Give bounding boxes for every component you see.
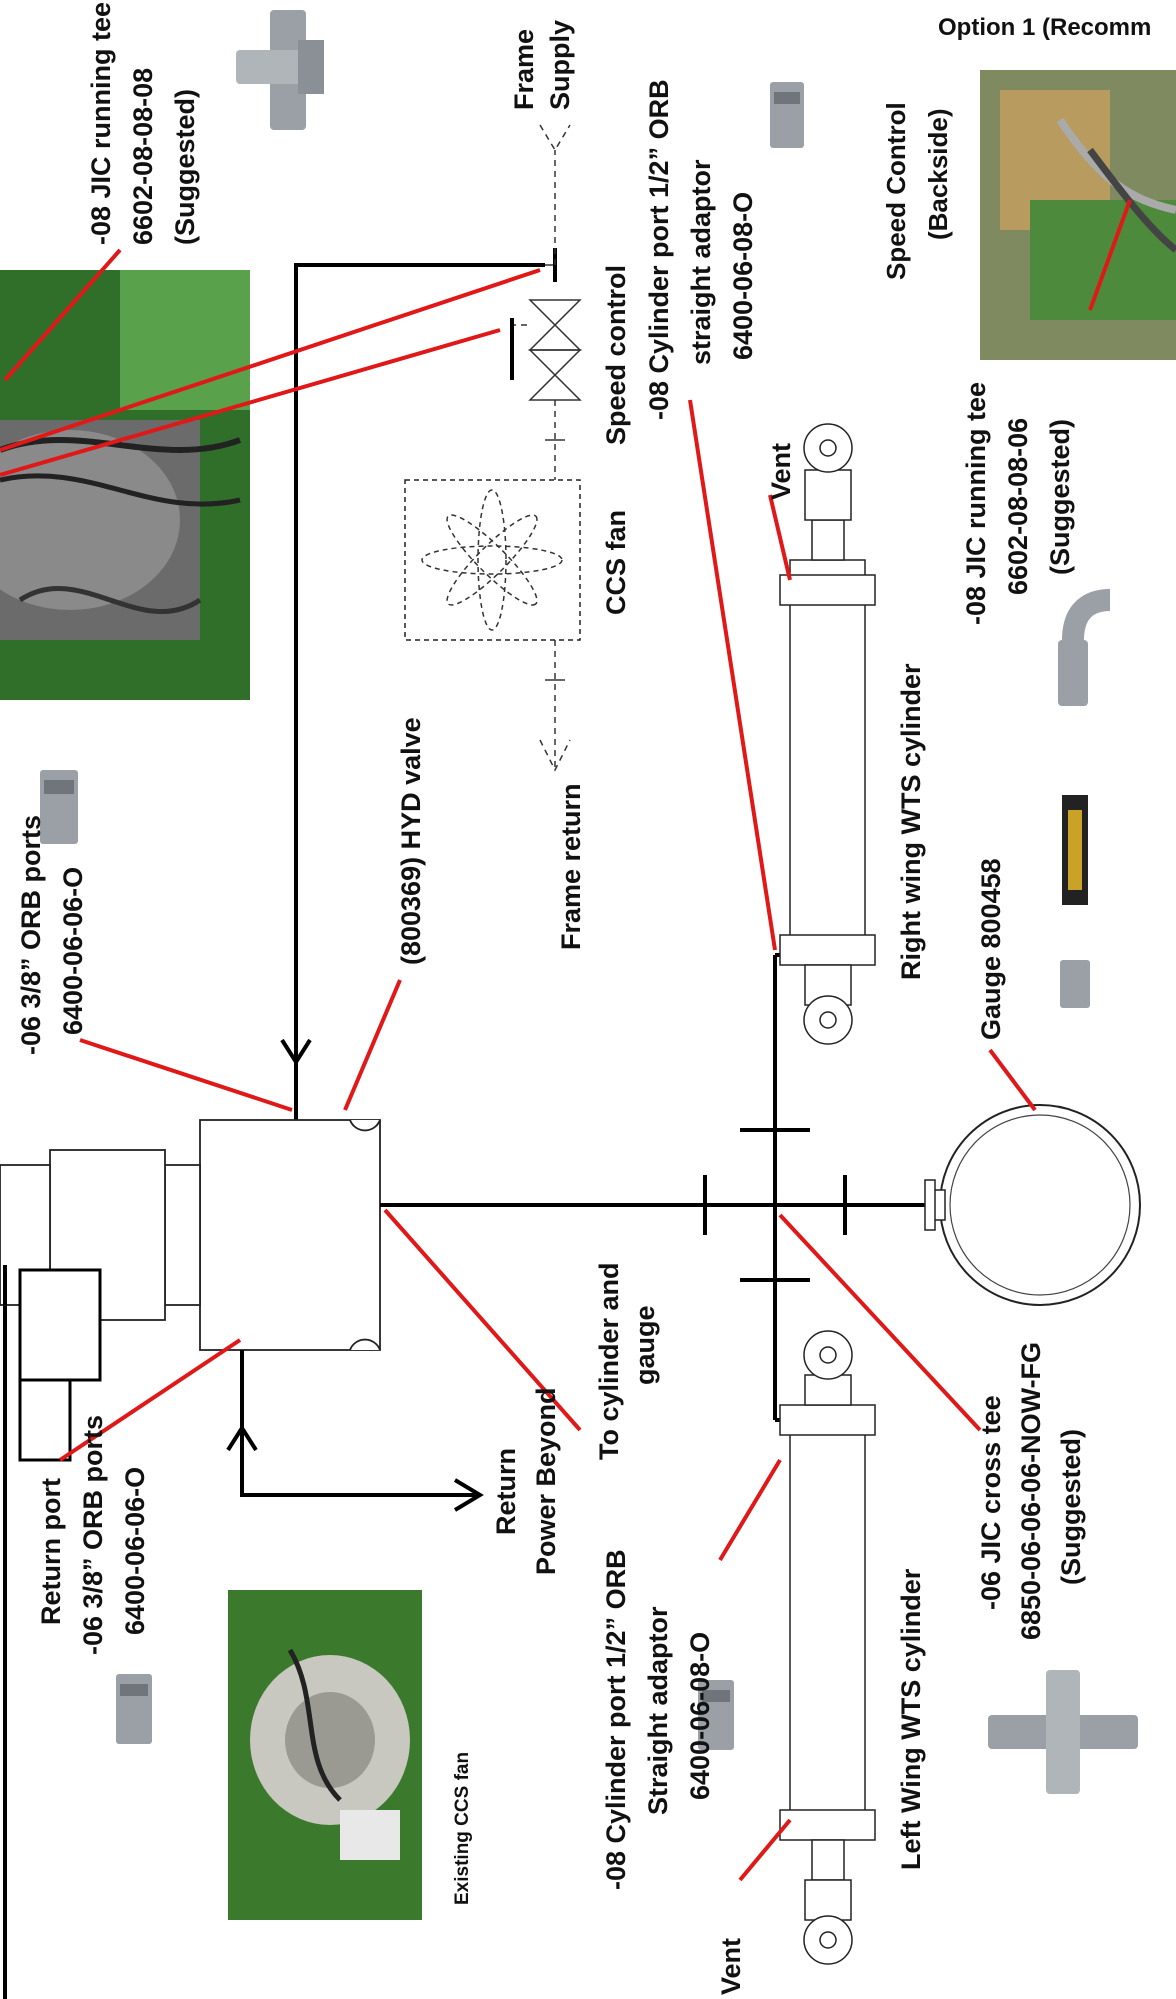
vent-top-label: Vent	[766, 443, 796, 500]
photo-fan-install	[0, 270, 250, 700]
right-cylinder-label: Right wing WTS cylinder	[896, 663, 926, 980]
return-port-label-3: 6400-06-06-O	[120, 1467, 150, 1635]
option-title: Option 1 (Recomm	[938, 14, 1151, 41]
cyl-port-bottom-label-3: 6400-06-08-O	[685, 1632, 715, 1800]
left-cylinder-label: Left Wing WTS cylinder	[896, 1568, 926, 1870]
right-wing-cylinder	[779, 423, 876, 1045]
photo-existing-ccs-fan	[228, 1590, 422, 1920]
hyd-valve-symbol	[0, 1119, 381, 1999]
left-wing-cylinder	[779, 1330, 876, 1965]
to-cylinder-label-1: To cylinder and	[594, 1262, 624, 1460]
cross-tee-label-2: 6850-06-06-06-NOW-FG	[1016, 1342, 1046, 1640]
red-arrows	[0, 199, 1132, 1882]
jic-tee-right-label-1: -08 JIC running tee	[961, 382, 991, 625]
photo-speed-control-back	[980, 70, 1176, 360]
fitting-cross-tee	[988, 1670, 1138, 1794]
cyl-port-top-label-1: -08 Cylinder port 1/2” ORB	[644, 79, 674, 420]
jic-tee-top-label-1: -08 JIC running tee	[86, 2, 116, 245]
ccs-fan-symbol	[404, 479, 581, 772]
cyl-port-top-label-3: 6400-06-08-O	[728, 192, 758, 360]
fitting-swivel	[1060, 960, 1090, 1008]
to-cylinder-label-2: gauge	[630, 1305, 660, 1385]
text-labels: Option 1 (Recomm Frame Supply -08 JIC ru…	[16, 2, 1151, 1995]
fitting-orb-top	[40, 770, 78, 844]
cross-tee-label-3: (Suggested)	[1056, 1429, 1086, 1585]
fitting-straight-bottom	[698, 1680, 734, 1750]
return-port-label-2: -06 3/8” ORB ports	[78, 1415, 108, 1655]
frame-return-label: Frame return	[556, 783, 586, 950]
vent-bottom-label: Vent	[716, 1938, 746, 1995]
cyl-port-bottom-label-1: -08 Cylinder port 1/2” ORB	[601, 1549, 631, 1890]
fitting-straight-top	[770, 82, 804, 148]
frame-supply-label-1: Frame	[509, 29, 539, 110]
fitting-jic-tee-top	[236, 10, 324, 130]
frame-supply-label-2: Supply	[545, 20, 575, 110]
jic-tee-top-label-3: (Suggested)	[170, 89, 200, 245]
return-port-label-1: Return port	[36, 1478, 66, 1625]
fitting-hose	[1062, 795, 1088, 905]
speed-control-label: Speed control	[601, 265, 631, 445]
return-line	[226, 1350, 484, 1512]
jic-tee-right-label-3: (Suggested)	[1045, 419, 1075, 575]
cyl-port-bottom-label-2: Straight adaptor	[643, 1606, 673, 1815]
hyd-valve-label: (800369) HYD valve	[396, 717, 426, 965]
return-pb-label-1: Return	[491, 1448, 521, 1535]
orb-top-label-1: -06 3/8” ORB ports	[16, 815, 46, 1055]
return-pb-label-2: Power Beyond	[531, 1387, 561, 1575]
existing-ccs-fan-label: Existing CCS fan	[452, 1752, 473, 1905]
speed-control-valve	[510, 299, 582, 480]
supply-line	[280, 124, 571, 1120]
gauge-label: Gauge 800458	[976, 858, 1006, 1040]
pressure-gauge	[924, 1104, 1141, 1306]
fitting-orb-bottom	[116, 1674, 152, 1744]
speed-control-back-label-2: (Backside)	[923, 109, 953, 241]
jic-tee-right-label-2: 6602-08-08-06	[1003, 418, 1033, 595]
cyl-port-top-label-2: straight adaptor	[686, 159, 716, 365]
ccs-fan-label: CCS fan	[601, 510, 631, 615]
jic-tee-top-label-2: 6602-08-08-08	[128, 68, 158, 245]
speed-control-back-label-1: Speed Control	[881, 102, 911, 280]
cross-tee-label-1: -06 JIC cross tee	[976, 1395, 1006, 1610]
fitting-elbow	[1058, 589, 1111, 706]
orb-top-label-2: 6400-06-06-O	[58, 867, 88, 1035]
